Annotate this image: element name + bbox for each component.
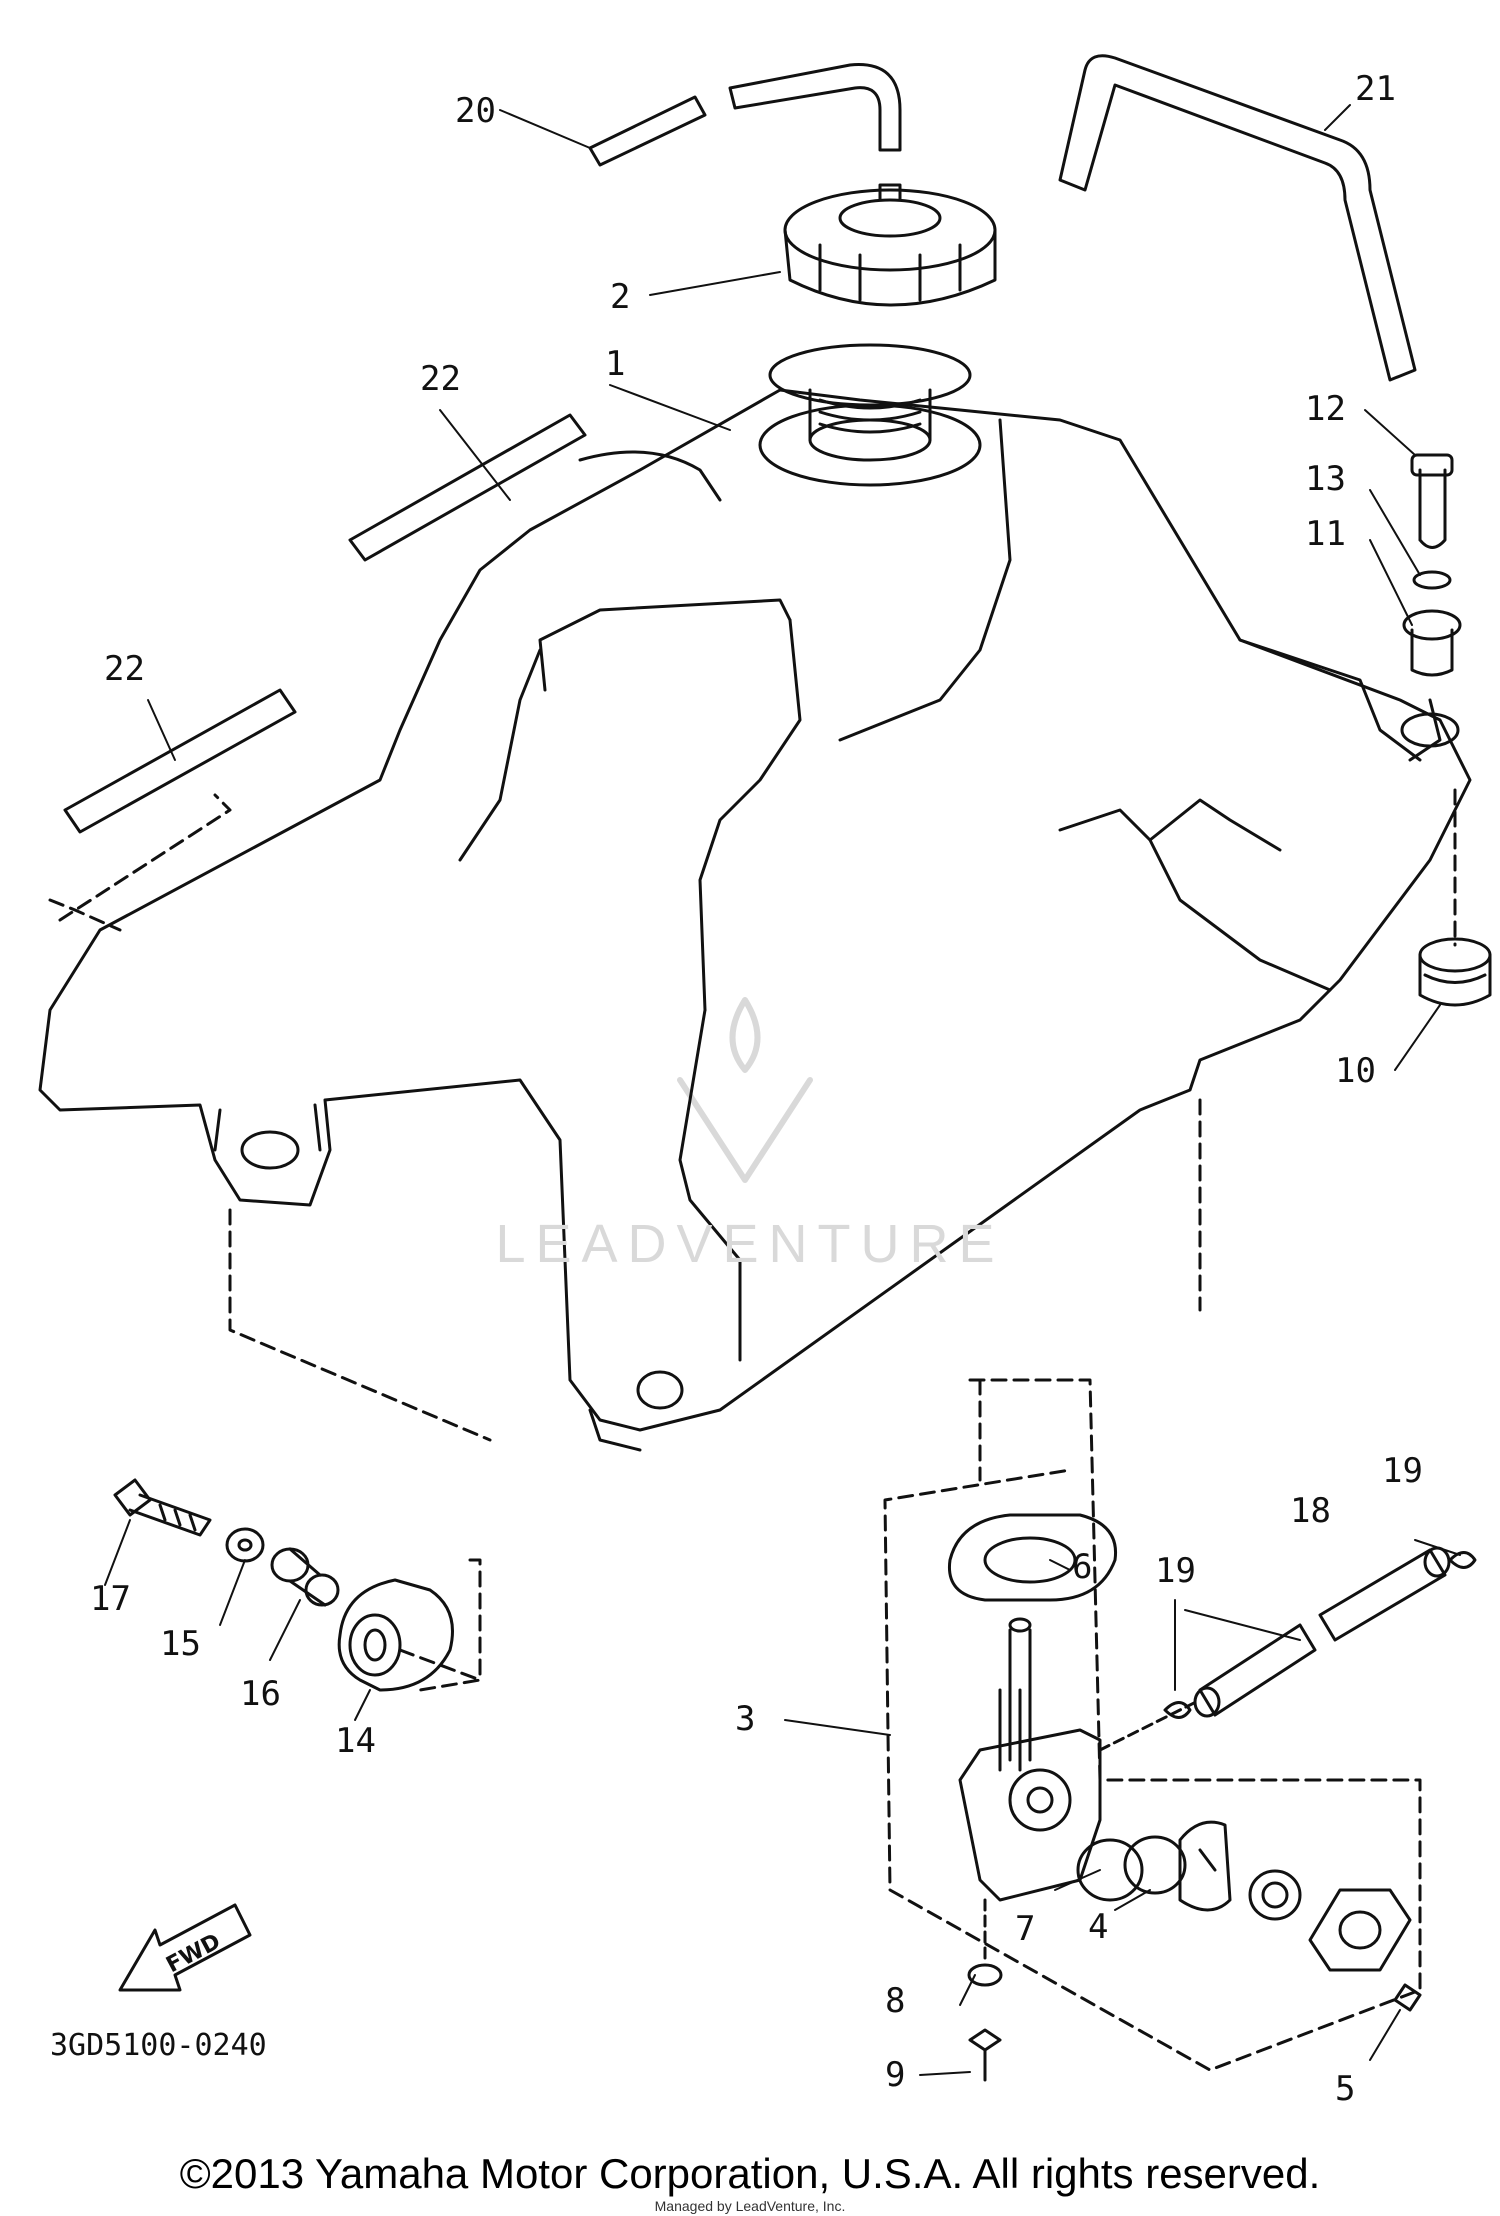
fuel-tank — [38, 343, 1472, 1452]
washer-13 — [1412, 570, 1452, 590]
callout-6: 6 — [1072, 1547, 1092, 1587]
washer-15 — [225, 1527, 265, 1563]
grommet-14 — [337, 1578, 454, 1692]
callout-15: 15 — [160, 1624, 201, 1664]
callout-10: 10 — [1335, 1051, 1376, 1091]
callout-19-b: 19 — [1382, 1451, 1423, 1491]
callout-16: 16 — [240, 1674, 281, 1714]
managed-by-note: Managed by LeadVenture, Inc. — [654, 2198, 846, 2214]
collar-11 — [1402, 609, 1462, 677]
grommet-10 — [1418, 788, 1492, 1007]
damper-strip-upper — [348, 413, 587, 562]
callout-7: 7 — [1015, 1909, 1035, 1949]
callout-17: 17 — [90, 1579, 131, 1619]
hose-clip-19-b — [1448, 1551, 1477, 1569]
leader-lines — [104, 104, 1461, 2076]
mount-reference-line — [398, 1558, 482, 1692]
callout-19-a: 19 — [1155, 1551, 1196, 1591]
damper-strip-lower — [58, 688, 297, 922]
fwd-arrow-icon — [118, 1903, 252, 1992]
watermark-text: LEADVENTURE — [495, 1214, 1004, 1274]
callout-5: 5 — [1335, 2069, 1355, 2109]
callout-4: 4 — [1088, 1907, 1108, 1947]
diagram-code: 3GD5100-0240 — [50, 2028, 267, 2063]
callout-22-upper: 22 — [420, 359, 461, 399]
fwd-label: FWD — [162, 1929, 225, 1978]
fuel-hose-18 — [1098, 1546, 1451, 1752]
callout-21: 21 — [1355, 69, 1396, 109]
callout-2: 2 — [610, 277, 630, 317]
callout-22-lower: 22 — [104, 649, 145, 689]
callout-11: 11 — [1305, 514, 1346, 554]
watermark-logo — [677, 997, 813, 1183]
callout-14: 14 — [335, 1721, 376, 1761]
callout-13: 13 — [1305, 459, 1346, 499]
hose-21 — [1058, 54, 1417, 382]
copyright-notice: ©2013 Yamaha Motor Corporation, U.S.A. A… — [179, 2150, 1321, 2197]
callout-18: 18 — [1290, 1491, 1331, 1531]
callout-9: 9 — [885, 2055, 905, 2095]
breather-hose — [588, 63, 902, 167]
mount-bolt-12 — [1410, 453, 1454, 549]
callout-12: 12 — [1305, 389, 1346, 429]
collar-16 — [270, 1547, 340, 1607]
callout-3: 3 — [735, 1699, 755, 1739]
bolt-17 — [113, 1478, 212, 1537]
hose-clip-19-a — [1163, 1701, 1192, 1719]
callout-20: 20 — [455, 91, 496, 131]
fuel-cap — [783, 183, 997, 307]
callout-1: 1 — [605, 344, 625, 384]
callout-8: 8 — [885, 1981, 905, 2021]
fuel-cock-assembly — [883, 1378, 1422, 2082]
